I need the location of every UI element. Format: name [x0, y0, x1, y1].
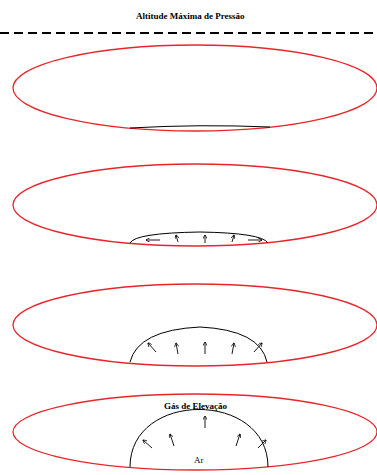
air-ballonet: Ar: [130, 408, 268, 467]
pressure-altitude-line: [0, 32, 377, 34]
gas-bubble: [130, 126, 270, 128]
expansion-arrows: [143, 416, 266, 448]
balloon-envelope: Gás de ElevaçãoAr: [13, 394, 377, 470]
altitude-label: Altitude Máxima de Pressão: [136, 11, 245, 22]
expansion-arrows: [146, 235, 262, 243]
balloon-envelope: [13, 45, 377, 131]
air-label: Ar: [194, 455, 204, 466]
gas-bubble: [130, 327, 267, 362]
balloon-envelope: [13, 284, 377, 366]
gas-label: Gás de Elevação: [164, 401, 227, 412]
balloon-envelope: [13, 164, 377, 246]
gas-bubble: [130, 232, 268, 243]
expansion-arrows: [148, 342, 262, 354]
